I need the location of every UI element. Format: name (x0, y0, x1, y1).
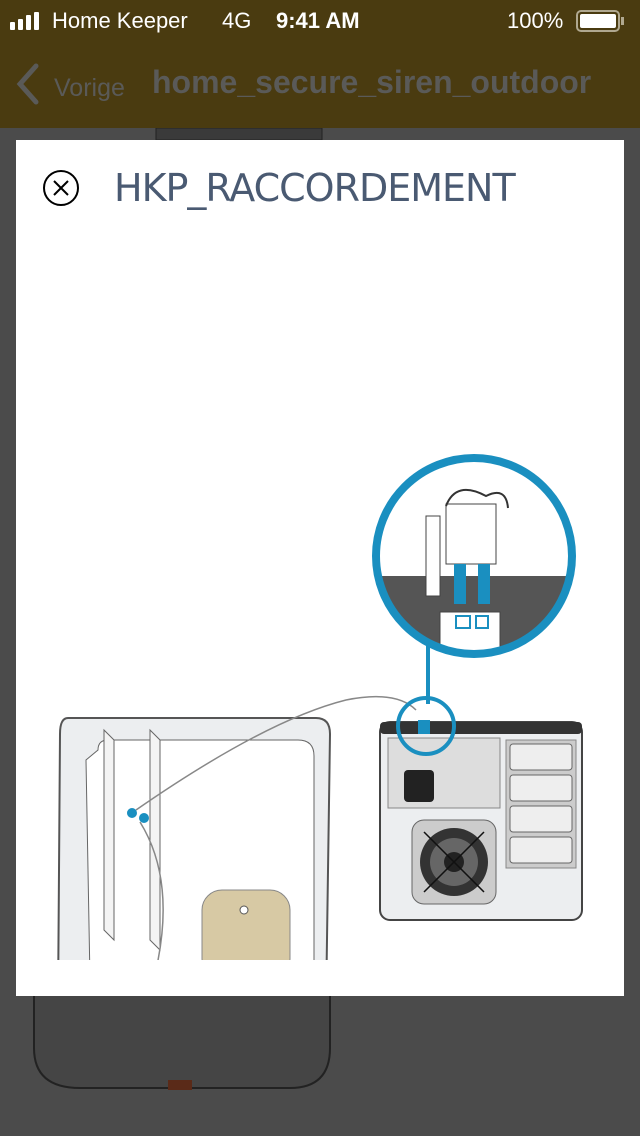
image-modal: HKP_RACCORDEMENT (16, 140, 624, 996)
siren-cover (57, 695, 417, 960)
back-label: Vorige (54, 73, 125, 102)
siren-base (379, 721, 583, 921)
carrier-label: Home Keeper (52, 8, 188, 33)
connection-diagram (57, 454, 583, 960)
connector-zoom-callout (372, 454, 576, 756)
time-label: 9:41 AM (276, 8, 360, 33)
back-button[interactable]: Vorige (14, 62, 125, 106)
background-device-image (33, 128, 331, 1090)
nav-title: home_secure_siren_outdoor (152, 64, 592, 100)
battery-icon (576, 10, 624, 32)
close-circle-icon[interactable] (42, 169, 80, 207)
battery-label: 100% (507, 8, 564, 33)
nav-bar: Vorige home_secure_siren_outdoor (0, 40, 640, 128)
status-bar: Home Keeper 4G 9:41 AM 100% (0, 0, 640, 40)
network-label: 4G (222, 8, 252, 33)
modal-title: HKP_RACCORDEMENT (114, 166, 516, 210)
signal-icon (10, 12, 39, 30)
chevron-left-icon (16, 63, 39, 105)
